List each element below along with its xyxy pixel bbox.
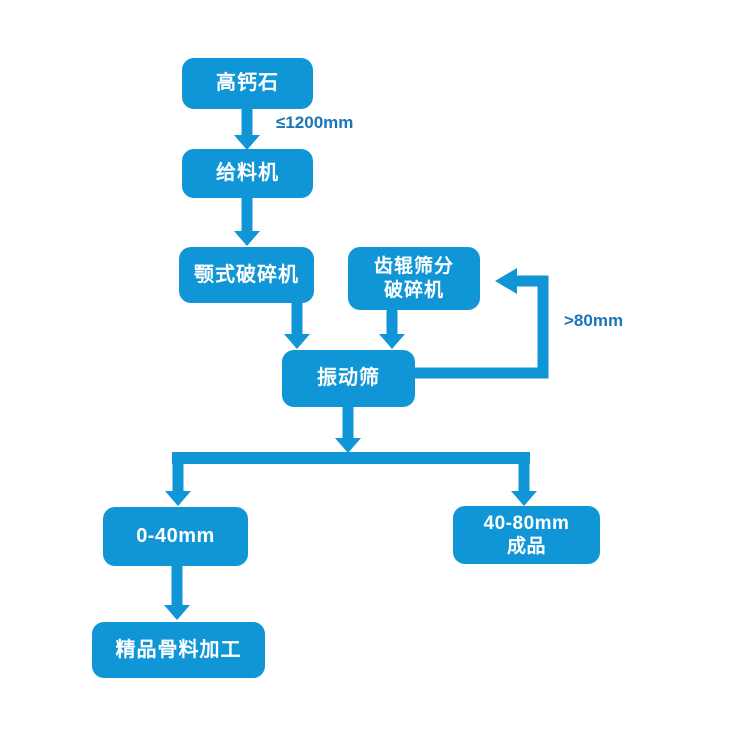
arrow-feeder-to-jaw-crusher — [234, 196, 260, 246]
oversize-label: >80mm — [564, 311, 624, 330]
node-high-calcium-stone: 高钙石 — [182, 58, 313, 109]
arrow-splitter-to-0-40 — [165, 452, 191, 506]
node-40-80mm-product-label-line1: 40-80mm — [483, 512, 570, 534]
node-high-calcium-stone-label: 高钙石 — [216, 72, 279, 95]
splitter-bar — [172, 452, 530, 464]
node-vibrating-screen: 振动筛 — [282, 350, 415, 407]
arrow-tooth-roller-to-vibrating-screen — [379, 308, 405, 349]
node-40-80mm-product: 40-80mm 成品 — [453, 506, 600, 564]
node-vibrating-screen-label: 振动筛 — [317, 367, 380, 390]
arrow-jaw-crusher-to-vibrating-screen — [284, 301, 310, 349]
arrow-0-40-to-fine-aggregate — [164, 565, 190, 620]
node-40-80mm-product-label-line2: 成品 — [506, 536, 546, 557]
node-fine-aggregate: 精品骨料加工 — [92, 622, 265, 678]
node-0-40mm: 0-40mm — [103, 507, 248, 566]
node-jaw-crusher-label: 颚式破碎机 — [194, 263, 299, 286]
loop-vibrating-screen-to-tooth-roller — [415, 268, 549, 379]
node-jaw-crusher: 颚式破碎机 — [179, 247, 314, 303]
arrow-stone-to-feeder — [234, 107, 260, 150]
feed-size-label: ≤1200mm — [276, 113, 354, 132]
node-tooth-roller-crusher: 齿辊筛分 破碎机 — [348, 247, 480, 310]
node-feeder-label: 给料机 — [216, 162, 279, 185]
arrow-vibrating-screen-to-splitter — [335, 405, 361, 453]
arrow-splitter-to-40-80 — [511, 452, 537, 506]
node-tooth-roller-crusher-label-line1: 齿辊筛分 — [373, 256, 454, 278]
node-0-40mm-label: 0-40mm — [136, 525, 215, 548]
node-tooth-roller-crusher-label-line2: 破碎机 — [383, 279, 444, 301]
node-fine-aggregate-label: 精品骨料加工 — [115, 638, 242, 661]
node-feeder: 给料机 — [182, 149, 313, 198]
